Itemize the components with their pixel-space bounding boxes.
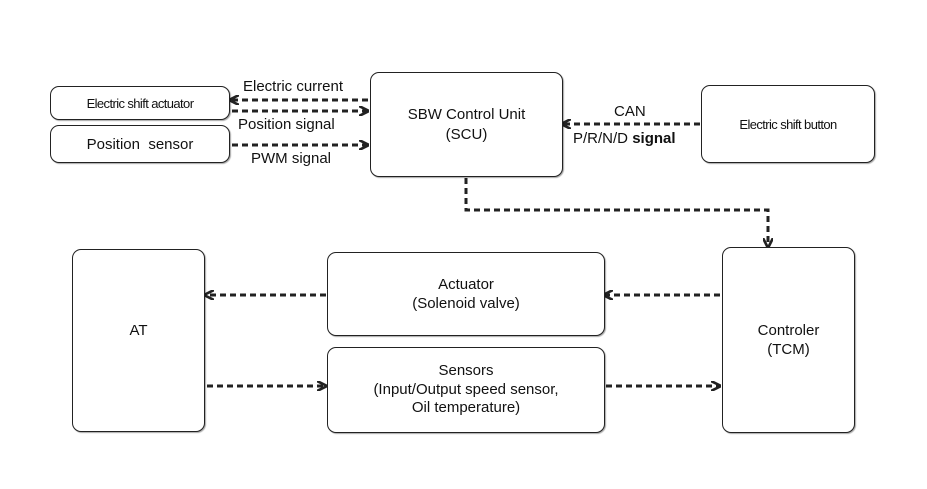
pwm-signal-label: PWM signal [251, 150, 332, 167]
sensors-box: Sensors (Input/Output speed sensor, Oil … [327, 347, 605, 433]
actuator-subtitle: (Solenoid valve) [412, 295, 520, 312]
electric-shift-actuator-label: Electric shift actuator [86, 95, 194, 111]
electric-shift-actuator-box: Electric shift actuator [50, 86, 230, 120]
scu-abbrev: (SCU) [445, 125, 488, 143]
electric-current-label: Electric current [243, 78, 344, 95]
prnd-signal-label: P/R/N/D signal [573, 130, 676, 147]
scu-title: SBW Control Unit [407, 106, 526, 123]
actuator-box: Actuator (Solenoid valve) [327, 252, 605, 336]
actuator-title: Actuator [438, 275, 494, 293]
at-label: AT [129, 322, 148, 339]
electric-shift-button-label: Electric shift button [739, 116, 837, 132]
can-label: CAN [614, 103, 646, 120]
position-sensor-box: Position sensor [50, 125, 230, 163]
scu-box: SBW Control Unit (SCU) [370, 72, 563, 177]
scu-to-tcm-arrow [464, 178, 768, 247]
tcm-abbrev: (TCM) [767, 341, 810, 358]
tcm-box: Controler (TCM) [722, 247, 855, 433]
at-box: AT [72, 249, 205, 432]
position-sensor-label: Position sensor [86, 135, 194, 153]
electric-shift-button-box: Electric shift button [701, 85, 875, 163]
tcm-title: Controler [757, 321, 820, 339]
sensors-subtitle-1: (Input/Output speed sensor, [373, 380, 559, 398]
prnd-prefix: P/R/N/D [573, 130, 629, 147]
prnd-signal-word: signal [632, 130, 676, 147]
position-signal-label: Position signal [238, 116, 335, 133]
sensors-title: Sensors [438, 361, 494, 379]
sensors-subtitle-2: Oil temperature) [411, 399, 521, 417]
